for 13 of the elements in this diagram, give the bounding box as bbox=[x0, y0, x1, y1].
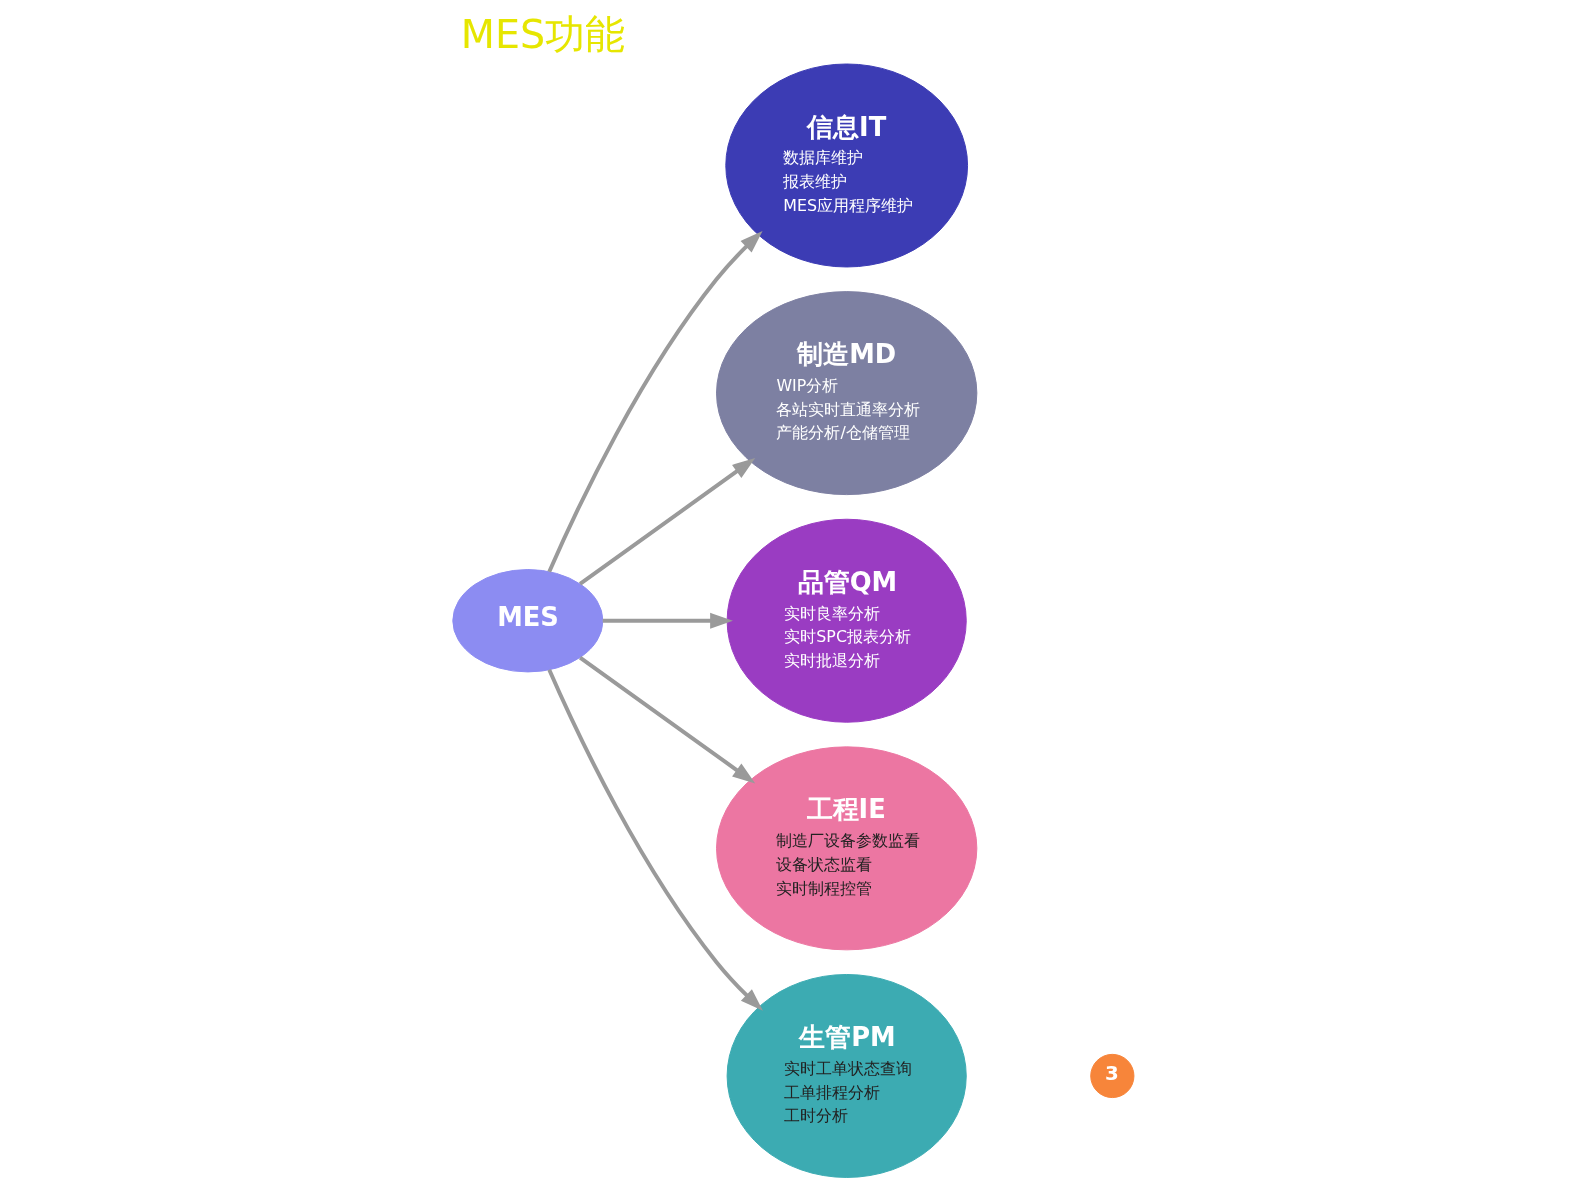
arrow bbox=[547, 668, 763, 1011]
diagram-title: MES功能 bbox=[460, 11, 626, 58]
node-ellipse: 品管QM 实时良率分析 实时SPC报表分析 实时批退分析 bbox=[726, 518, 967, 723]
arrow bbox=[578, 458, 756, 586]
arrow bbox=[578, 655, 756, 784]
node-ellipse: 工程IE 制造厂设备参数监看 设备状态监看 实时制程控管 bbox=[716, 746, 978, 951]
node-ellipse: MES bbox=[452, 569, 604, 673]
label: 3 bbox=[1104, 1061, 1119, 1085]
node-ellipse: 制造MD WIP分析 各站实时直通率分析 产能分析/仓储管理 bbox=[716, 291, 978, 496]
node-ellipse: 信息IT 数据库维护 报表维护 MES应用程序维护 bbox=[725, 63, 969, 268]
arrow bbox=[547, 230, 763, 573]
node-ellipse: 生管PM 实时工单状态查询 工单排程分析 工时分析 bbox=[726, 973, 967, 1178]
arrow bbox=[602, 612, 733, 629]
